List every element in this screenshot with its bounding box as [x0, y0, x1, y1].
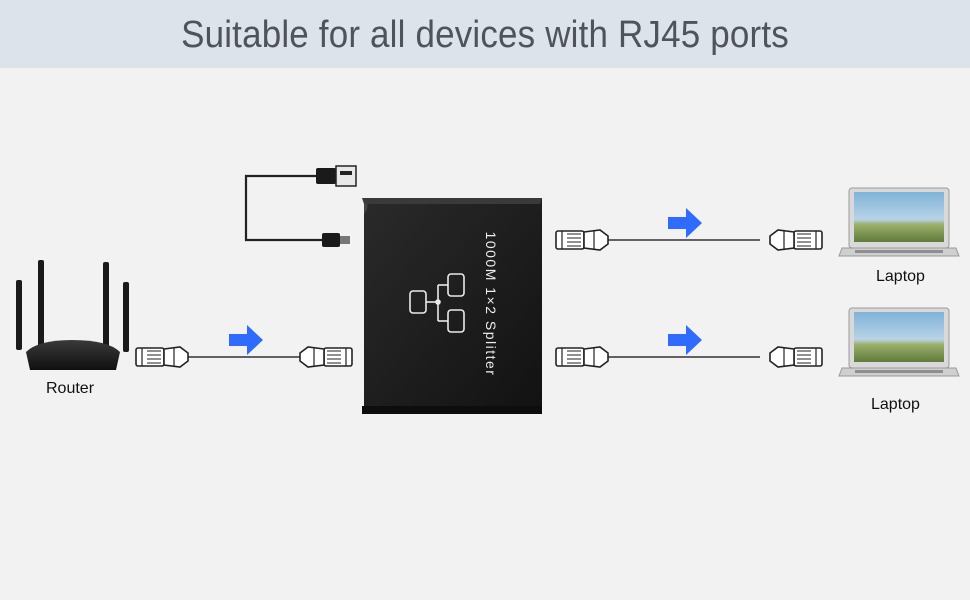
network-topology-icon — [409, 273, 465, 333]
rj45-plug-icon — [555, 229, 609, 251]
page-title: Suitable for all devices with RJ45 ports — [181, 14, 789, 56]
splitter-device — [362, 198, 542, 414]
laptop-icon — [838, 307, 960, 377]
rj45-plug-icon — [769, 346, 823, 368]
title-banner — [0, 0, 970, 68]
splitter-label-rotated: 1000M 1×2 Splitter — [479, 209, 499, 399]
splitter-label-text: 1000M 1×2 Splitter — [483, 231, 499, 377]
arrow-right-icon — [229, 325, 263, 355]
arrow-right-icon — [668, 208, 702, 238]
usb-cable-icon — [244, 165, 357, 247]
rj45-plug-icon — [299, 346, 353, 368]
router-label: Router — [46, 380, 95, 397]
laptop-label-bottom: Laptop — [871, 396, 920, 413]
arrow-right-icon — [668, 325, 702, 355]
rj45-plug-icon — [555, 346, 609, 368]
rj45-plug-icon — [769, 229, 823, 251]
laptop-label-top: Laptop — [876, 268, 925, 285]
laptop-icon — [838, 187, 960, 257]
rj45-plug-icon — [135, 346, 189, 368]
router-icon — [16, 260, 129, 370]
